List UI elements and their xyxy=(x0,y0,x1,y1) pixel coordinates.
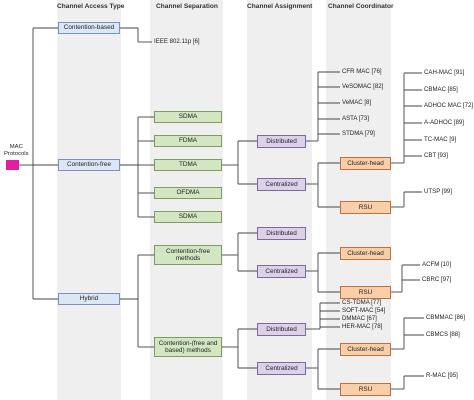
protocol-cbt: CBT [93] xyxy=(424,152,448,159)
contention-free-box: Contention-free xyxy=(58,159,120,171)
protocol-cbmcs: CBMCS [88] xyxy=(426,331,460,338)
cluster-head-box-tdma: Cluster-head xyxy=(340,157,391,170)
cfb-methods-line2: based) methods xyxy=(165,347,211,354)
column-header-coordinator: Channel Coordinator xyxy=(328,3,394,10)
root-label-line1: MAC xyxy=(9,144,23,150)
protocol-cfr-mac: CFR MAC [76] xyxy=(342,68,382,75)
protocol-utsp: UTSP [99] xyxy=(424,188,452,195)
protocol-vemac: VeMAC [8] xyxy=(342,99,372,106)
protocol-adhoc-mac: ADHOC MAC [72] xyxy=(424,102,474,109)
protocol-soft-mac: SOFT-MAC [54] xyxy=(342,307,386,314)
sdma-box-2: SDMA xyxy=(154,211,222,223)
protocol-acfm: ACFM [10] xyxy=(422,261,452,268)
distributed-box-cfb-methods: Distributed xyxy=(257,323,306,336)
rsu-box-cf-methods: RSU xyxy=(340,286,391,299)
protocol-cbrc: CBRC [97] xyxy=(422,276,452,283)
protocol-her-mac: HER-MAC [78] xyxy=(342,323,383,330)
hybrid-box: Hybrid xyxy=(58,293,120,305)
column-header-separation: Channel Separation xyxy=(156,3,218,10)
sdma-box-1: SDMA xyxy=(154,111,222,123)
protocol-dmmac: DMMAC [67] xyxy=(342,315,377,322)
rsu-box-cfb-methods: RSU xyxy=(340,383,391,396)
contention-based-box: Contention-based xyxy=(58,22,120,34)
distributed-box-tdma: Distributed xyxy=(257,135,306,148)
centralized-box-tdma: Centralized xyxy=(257,178,306,191)
protocol-cah-mac: CAH-MAC [91] xyxy=(424,69,465,76)
protocol-stdma: STDMA [79] xyxy=(342,130,375,137)
tdma-box: TDMA xyxy=(154,159,222,171)
protocol-vesomac: VeSOMAC [82] xyxy=(342,83,384,90)
cluster-head-box-cfb-methods: Cluster-head xyxy=(340,343,391,356)
protocol-cbmmac: CBMMAC [86] xyxy=(426,314,465,321)
cf-methods-line1: Contention-free xyxy=(165,247,211,255)
protocol-asta: ASTA [73] xyxy=(342,115,369,122)
protocol-r-mac: R-MAC [95] xyxy=(426,372,458,379)
column-header-access: Channel Access Type xyxy=(57,3,125,10)
fdma-box: FDMA xyxy=(154,135,222,147)
coordinator-column-band xyxy=(326,0,391,400)
protocol-cbmac: CBMAC [85] xyxy=(424,86,458,93)
cluster-head-box-cf-methods: Cluster-head xyxy=(340,247,391,260)
protocol-cs-tdma: CS-TDMA [77] xyxy=(342,299,382,306)
contention-free-and-based-methods-box: Contention-(free and based) methods xyxy=(154,337,222,357)
column-header-assignment: Channel Assignment xyxy=(247,3,313,10)
separation-column-band xyxy=(150,0,223,400)
ofdma-box: OFDMA xyxy=(154,187,222,199)
ieee-80211p-label: IEEE 802.11p [6] xyxy=(154,38,200,45)
protocol-a-adhoc: A-ADHOC [89] xyxy=(424,119,464,126)
root-label-line2: Protocols xyxy=(4,150,29,157)
centralized-box-cf-methods: Centralized xyxy=(257,265,306,278)
root-label: MAC Protocols xyxy=(4,144,29,158)
rsu-box-tdma: RSU xyxy=(340,201,391,214)
centralized-box-cfb-methods: Centralized xyxy=(257,362,306,375)
access-column-band xyxy=(57,0,121,400)
contention-free-methods-box: Contention-free methods xyxy=(154,245,222,265)
root-marker xyxy=(6,160,19,170)
cf-methods-line2: methods xyxy=(175,255,201,262)
cfb-methods-line1: Contention-(free and xyxy=(158,339,218,347)
distributed-box-cf-methods: Distributed xyxy=(257,227,306,240)
protocol-tc-mac: TC-MAC [9] xyxy=(424,136,457,143)
